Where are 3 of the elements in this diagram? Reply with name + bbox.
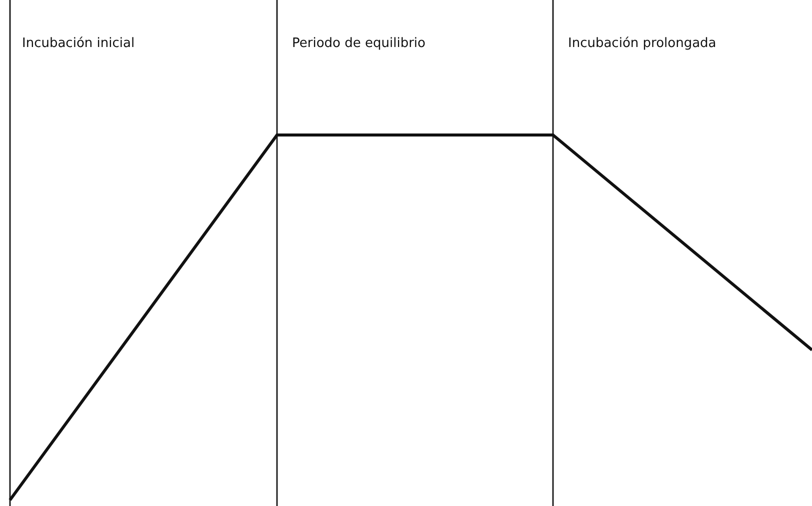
phase-label: Incubación inicial: [22, 36, 135, 51]
phase-label: Incubación prolongada: [568, 36, 716, 51]
phase-label: Periodo de equilibrio: [292, 36, 426, 51]
